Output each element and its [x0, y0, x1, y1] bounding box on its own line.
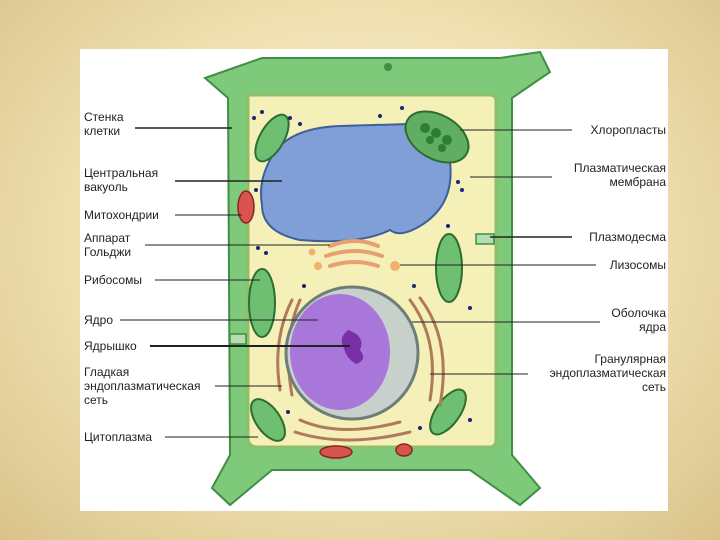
chloroplast	[435, 233, 463, 303]
label-nucleus: Ядро	[84, 313, 114, 327]
label-rough-er: Гранулярная эндоплазматическая сеть	[549, 352, 666, 394]
central-vacuole	[260, 122, 452, 243]
chloroplast	[429, 388, 467, 436]
mitochondrion	[237, 190, 255, 224]
mitochondrion	[319, 445, 353, 459]
lysosome	[314, 262, 322, 270]
ribosomes	[252, 106, 472, 430]
label-central-vacuole: Центральная вакуоль	[84, 166, 159, 194]
label-nuclear-envelope: Оболочка ядра	[611, 306, 666, 334]
label-chloroplasts: Хлоропласты	[590, 123, 666, 137]
lysosome	[308, 248, 316, 256]
chloroplast	[250, 398, 286, 442]
plasmodesma	[475, 233, 495, 245]
label-ribosomes: Рибосомы	[84, 273, 142, 287]
chloroplast	[254, 113, 290, 163]
label-cell-wall: Стенка клетки	[84, 110, 124, 138]
label-lysosomes: Лизосомы	[609, 258, 666, 272]
label-plasma-membrane: Плазматическая мембрана	[573, 161, 666, 189]
label-mitochondria: Митохондрии	[84, 208, 159, 222]
plasmodesma	[229, 333, 247, 345]
golgi-apparatus	[324, 239, 384, 268]
label-nucleolus: Ядрышко	[84, 339, 137, 353]
chloroplast	[248, 268, 276, 338]
plasmodesma	[384, 63, 392, 71]
label-smooth-er: Гладкая эндоплазматическая сеть	[84, 365, 201, 407]
nucleolus	[341, 330, 364, 364]
label-cytoplasm: Цитоплазма	[84, 430, 153, 444]
lysosome	[390, 261, 400, 271]
label-golgi: Аппарат Гольджи	[84, 231, 132, 259]
leader-lines	[120, 127, 600, 438]
label-plasmodesma: Плазмодесма	[589, 230, 666, 244]
nucleus	[290, 294, 390, 410]
mitochondrion	[395, 443, 413, 457]
